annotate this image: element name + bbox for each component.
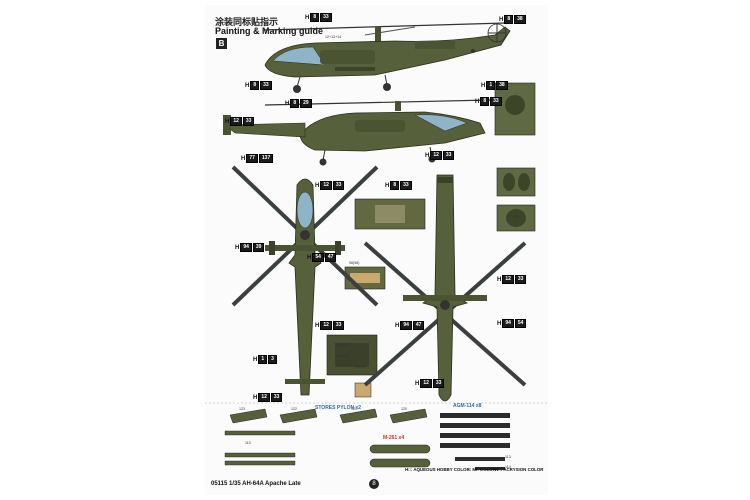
part-number: 122	[291, 407, 297, 411]
stores-row	[205, 402, 548, 470]
detail-insets	[326, 82, 536, 398]
part-number: 114	[505, 465, 511, 469]
part-number: 113	[505, 455, 511, 459]
legend-aqueous: H□: AQUEOUS HOBBY COLOR	[405, 467, 470, 472]
part-number: 120	[401, 407, 407, 411]
apache-side-view-1	[264, 22, 511, 93]
title-chinese: 涂装同标贴指示	[215, 18, 279, 28]
part-number: 12+13+14	[325, 35, 342, 39]
footer-product-code: 05115 1/35 AH-64A Apache Late	[211, 481, 301, 487]
legend-mr-color: □: Mr. COLOR	[467, 467, 496, 472]
apache-top-view	[231, 165, 379, 396]
apache-side-view-2	[223, 99, 491, 166]
apache-bottom-view	[363, 174, 527, 402]
agm-label: AGM-114 x8	[453, 403, 482, 409]
stores-pylon-label: STORES PYLON x2	[315, 405, 362, 411]
part-number: 98(98)	[349, 261, 360, 265]
title-english: Painting & Marking guide	[215, 26, 324, 36]
page-number: 8	[369, 479, 379, 489]
part-number: 99(99)	[355, 365, 366, 369]
section-badge: B	[216, 38, 227, 49]
instruction-sheet: 涂装同标贴指示 Painting & Marking guide B	[205, 5, 548, 495]
legend-acrysion: N□: ACRYSION COLOR	[495, 467, 544, 472]
part-number: 101(101)	[335, 343, 350, 347]
part-number: 100(100)	[335, 354, 350, 358]
m261-label: M-261 x4	[383, 435, 405, 441]
part-number: 110	[245, 441, 251, 445]
part-number: 123	[239, 407, 245, 411]
part-number: 121	[351, 407, 357, 411]
part-number: 27+28	[509, 215, 520, 219]
illustration-canvas	[205, 22, 548, 470]
